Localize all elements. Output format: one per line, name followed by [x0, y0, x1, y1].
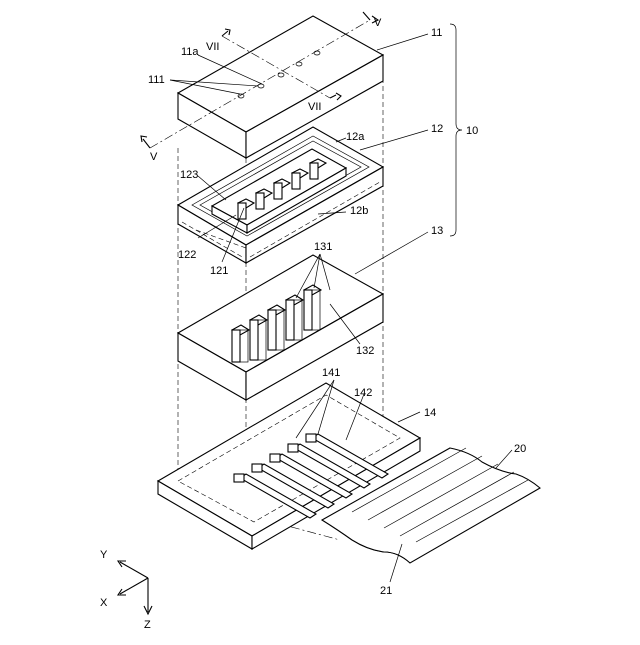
label-11: 11	[431, 27, 442, 39]
layer-12-frame	[178, 127, 383, 263]
label-122: 122	[178, 249, 196, 261]
label-vii-top: VII	[206, 41, 219, 53]
label-14: 14	[424, 407, 436, 419]
label-131: 131	[314, 241, 332, 253]
label-121: 121	[210, 265, 228, 277]
label-20: 20	[514, 443, 526, 455]
label-11a: 11a	[181, 46, 199, 58]
label-142: 142	[354, 387, 372, 399]
label-12: 12	[431, 123, 443, 135]
layer-13-block	[178, 255, 383, 400]
label-vii-bottom: VII	[308, 101, 321, 113]
label-111: 111	[148, 74, 165, 86]
label-12b: 12b	[350, 205, 368, 217]
label-10: 10	[466, 125, 478, 137]
label-141: 141	[322, 367, 340, 379]
label-132: 132	[356, 345, 374, 357]
label-123: 123	[180, 169, 198, 181]
label-v-bottom: V	[150, 151, 158, 163]
label-21: 21	[380, 585, 392, 597]
axis-z-label: Z	[144, 619, 151, 631]
label-13: 13	[431, 225, 443, 237]
coordinate-axes: Y X Z	[100, 549, 152, 631]
label-v-top: V	[374, 17, 382, 29]
label-12a: 12a	[346, 131, 365, 143]
axis-x-label: X	[100, 597, 108, 609]
axis-y-label: Y	[100, 549, 108, 561]
